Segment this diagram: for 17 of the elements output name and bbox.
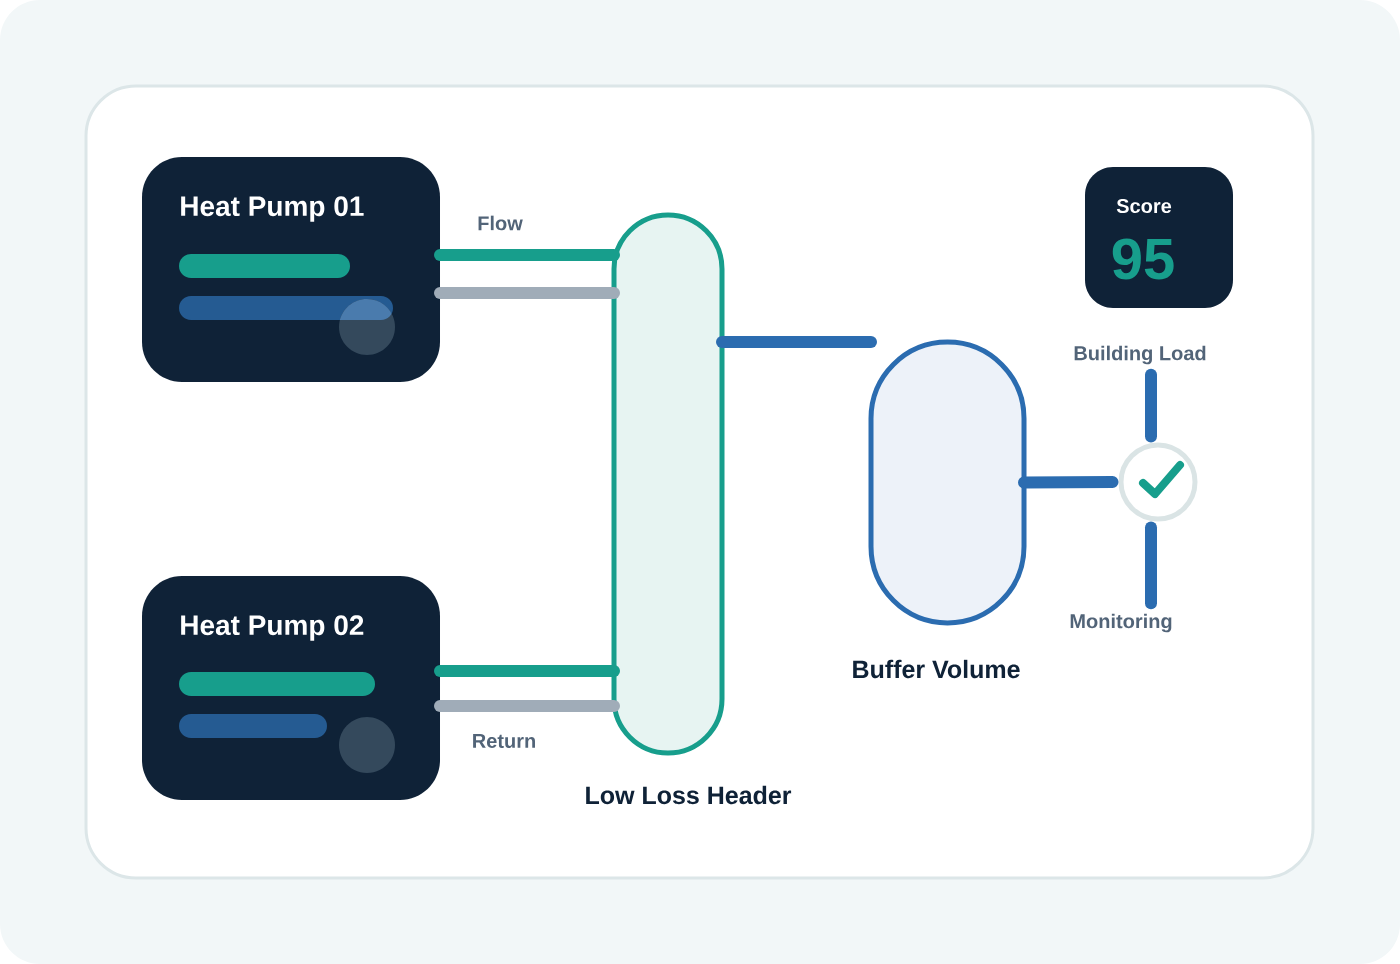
score-caption: Score: [1116, 198, 1172, 214]
edge-label: Return: [469, 732, 539, 750]
tank-label: Low Loss Header: [586, 785, 792, 805]
score-value: 95: [1112, 238, 1174, 280]
pipe-line: [434, 665, 620, 677]
card-title: Heat Pump 01: [181, 196, 364, 222]
tank-label: Buffer Volume: [853, 659, 1020, 679]
card-title: Heat Pump 02: [181, 615, 364, 641]
pipe-line: [1145, 368, 1157, 443]
pipe-line: [1145, 521, 1157, 610]
pipe-line: [1018, 476, 1119, 489]
pipe-line: [434, 249, 620, 261]
pipe-label: Building Load: [1074, 345, 1206, 365]
pipe-line: [716, 336, 877, 348]
pipe-line: [434, 287, 620, 299]
pipe-label: Monitoring: [1070, 613, 1172, 633]
pipe-line: [434, 700, 620, 712]
